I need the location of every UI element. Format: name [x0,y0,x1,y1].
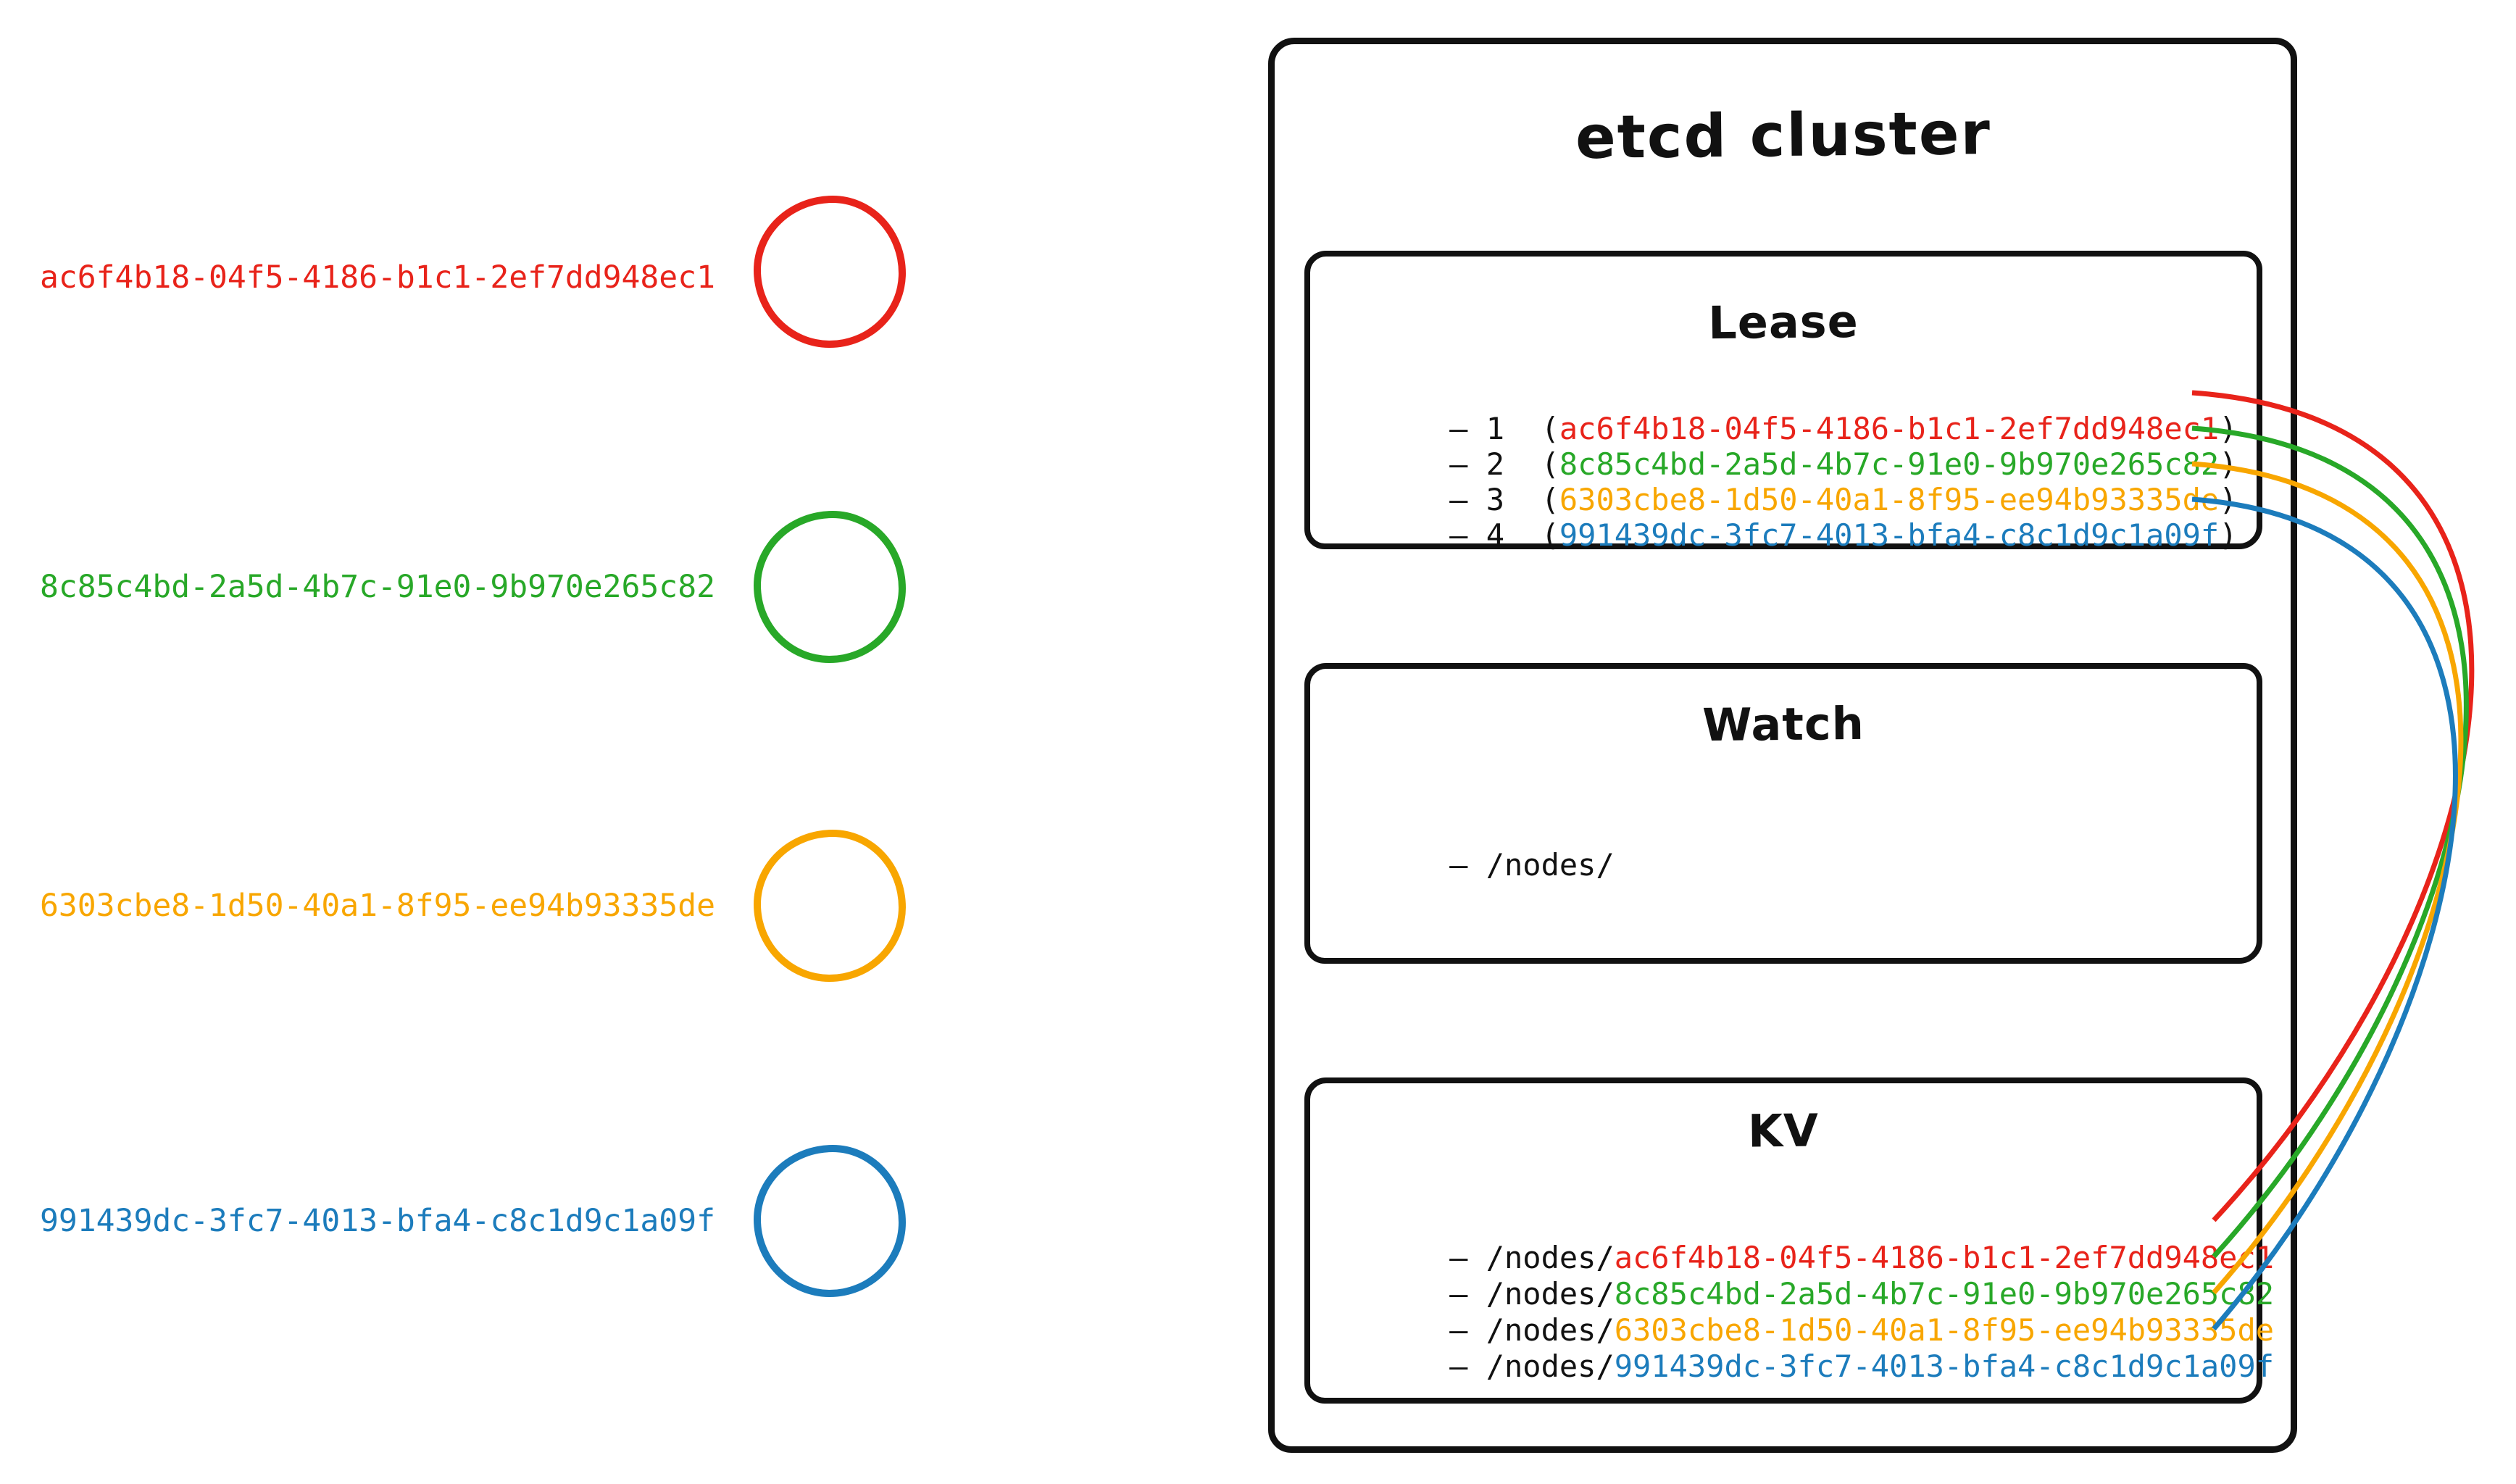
kv-item-uuid: ac6f4b18-04f5-4186-b1c1-2ef7dd948ec1 [1614,1240,2275,1275]
watch-item-text: – /nodes/ [1449,847,1615,883]
node-circle-icon [754,1145,906,1297]
kv-item-prefix: – /nodes/ [1449,1312,1615,1348]
lease-item: – 3 (6303cbe8-1d50-40a1-8f95-ee94b93335d… [1376,443,2237,556]
kv-item: – /nodes/ac6f4b18-04f5-4186-b1c1-2ef7dd9… [1376,1201,2274,1314]
kv-item: – /nodes/991439dc-3fc7-4013-bfa4-c8c1d9c… [1376,1310,2274,1423]
lease-item-uuid: 6303cbe8-1d50-40a1-8f95-ee94b93335de [1559,482,2220,517]
node-uuid-label: 8c85c4bd-2a5d-4b7c-91e0-9b970e265c82 [40,569,715,605]
kv-item: – /nodes/6303cbe8-1d50-40a1-8f95-ee94b93… [1376,1274,2274,1387]
lease-item: – 4 (991439dc-3fc7-4013-bfa4-c8c1d9c1a09… [1376,479,2237,592]
lease-item-uuid: ac6f4b18-04f5-4186-b1c1-2ef7dd948ec1 [1559,411,2220,446]
watch-title: Watch [1701,696,1865,752]
lease-item-suffix: ) [2219,517,2238,553]
kv-item-uuid: 6303cbe8-1d50-40a1-8f95-ee94b93335de [1614,1312,2275,1348]
lease-item: – 2 (8c85c4bd-2a5d-4b7c-91e0-9b970e265c8… [1376,408,2237,521]
etcd-cluster-title: etcd cluster [1575,99,1992,173]
node-uuid-label: 6303cbe8-1d50-40a1-8f95-ee94b93335de [40,888,715,924]
kv-item-uuid: 991439dc-3fc7-4013-bfa4-c8c1d9c1a09f [1614,1348,2275,1384]
kv-item-prefix: – /nodes/ [1449,1240,1615,1275]
lease-item-prefix: – 1 ( [1449,411,1559,446]
watch-item: – /nodes/ [1376,809,1615,922]
lease-item-prefix: – 4 ( [1449,517,1559,553]
node-circle-icon [754,830,906,982]
lease-item-prefix: – 2 ( [1449,446,1559,482]
kv-title: KV [1747,1104,1820,1158]
kv-item-prefix: – /nodes/ [1449,1276,1615,1312]
lease-item-uuid: 991439dc-3fc7-4013-bfa4-c8c1d9c1a09f [1559,517,2220,553]
lease-title: Lease [1707,294,1859,350]
node-uuid-label: 991439dc-3fc7-4013-bfa4-c8c1d9c1a09f [40,1203,715,1239]
lease-item: – 1 (ac6f4b18-04f5-4186-b1c1-2ef7dd948ec… [1376,372,2237,485]
kv-item-uuid: 8c85c4bd-2a5d-4b7c-91e0-9b970e265c82 [1614,1276,2275,1312]
kv-item-prefix: – /nodes/ [1449,1348,1615,1384]
node-uuid-label: ac6f4b18-04f5-4186-b1c1-2ef7dd948ec1 [40,259,715,296]
node-circle-icon [754,196,906,348]
kv-item: – /nodes/8c85c4bd-2a5d-4b7c-91e0-9b970e2… [1376,1238,2274,1351]
lease-item-uuid: 8c85c4bd-2a5d-4b7c-91e0-9b970e265c82 [1559,446,2220,482]
node-circle-icon [754,511,906,663]
lease-item-prefix: – 3 ( [1449,482,1559,517]
